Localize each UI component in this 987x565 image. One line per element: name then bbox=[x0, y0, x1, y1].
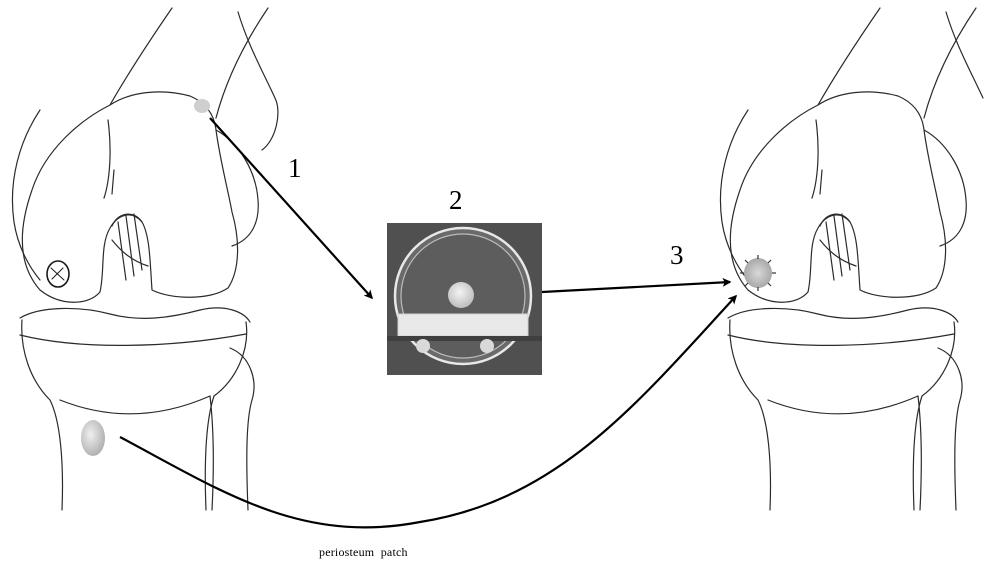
petri-dish-photo bbox=[387, 223, 542, 375]
cell-pellet bbox=[448, 282, 474, 308]
arrow-harvest-to-culture bbox=[210, 118, 372, 298]
left-knee-illustration bbox=[12, 8, 277, 510]
step-3-label: 3 bbox=[670, 242, 684, 269]
step-2-label: 2 bbox=[449, 187, 463, 214]
periosteum-harvest-site bbox=[81, 420, 105, 456]
implanted-graft bbox=[740, 255, 776, 291]
arrow-culture-to-implant bbox=[542, 282, 730, 292]
cartilage-harvest-site bbox=[194, 99, 210, 113]
step-1-label: 1 bbox=[288, 155, 302, 182]
periosteum-patch-caption: periosteum patch bbox=[319, 546, 408, 558]
